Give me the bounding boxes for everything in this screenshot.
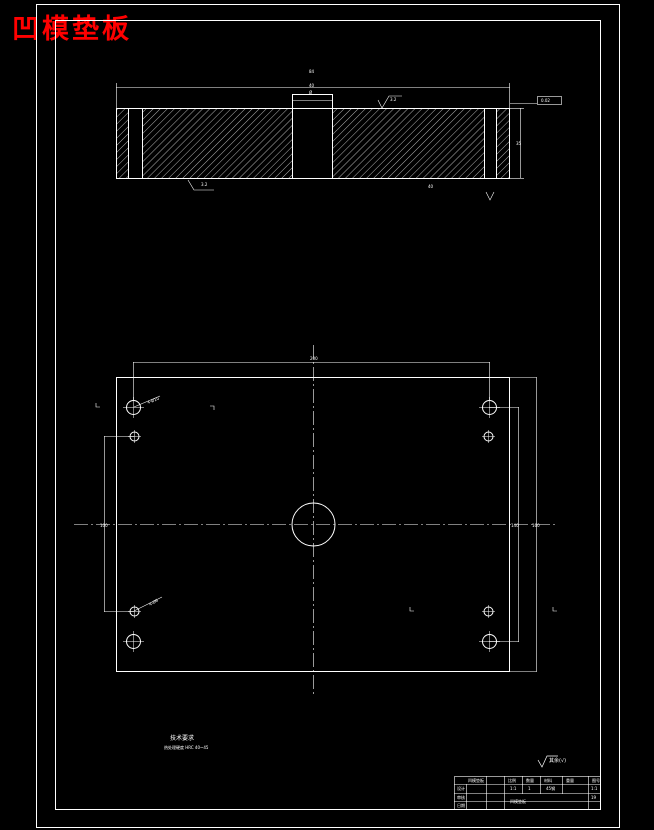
svg-text:数量: 数量 bbox=[526, 777, 534, 783]
svg-text:设计: 设计 bbox=[457, 785, 465, 791]
svg-text:40: 40 bbox=[309, 83, 315, 88]
inner-sheet-border bbox=[55, 20, 601, 810]
svg-text:重量: 重量 bbox=[566, 777, 574, 783]
plan-holes bbox=[123, 397, 500, 652]
svg-text:200: 200 bbox=[310, 356, 318, 361]
title-block-quantity: 1 bbox=[528, 786, 531, 791]
svg-text:35: 35 bbox=[516, 141, 522, 146]
svg-text:4-Ø10: 4-Ø10 bbox=[147, 396, 161, 405]
svg-text:图号: 图号 bbox=[592, 777, 600, 783]
svg-text:40: 40 bbox=[428, 184, 434, 189]
svg-text:84: 84 bbox=[309, 69, 315, 74]
svg-text:Ø: Ø bbox=[309, 90, 312, 95]
svg-text:比例: 比例 bbox=[508, 777, 516, 783]
svg-text:19: 19 bbox=[591, 795, 597, 800]
svg-text:日期: 日期 bbox=[457, 802, 465, 808]
title-block-scale: 1:1 bbox=[510, 786, 517, 791]
title-block bbox=[454, 776, 601, 810]
surface-roughness-note: 其余(√) bbox=[549, 757, 566, 764]
title-block-material: 45钢 bbox=[546, 785, 555, 791]
svg-text:材料: 材料 bbox=[544, 777, 552, 783]
svg-text:凹模垫板: 凹模垫板 bbox=[468, 777, 484, 783]
title-block-title: 凹模垫板 bbox=[510, 798, 526, 804]
plan-view bbox=[74, 345, 557, 697]
svg-text:100: 100 bbox=[100, 523, 108, 528]
svg-text:3.2: 3.2 bbox=[201, 182, 208, 187]
section-view bbox=[116, 83, 562, 201]
svg-text:1:1: 1:1 bbox=[591, 786, 598, 791]
notes-line-1: 热处理硬度 HRC 40~45 bbox=[164, 744, 209, 750]
svg-text:140: 140 bbox=[511, 523, 519, 528]
svg-text:3.2: 3.2 bbox=[390, 97, 397, 102]
svg-text:0.02: 0.02 bbox=[541, 98, 550, 103]
technical-notes: 技术要求 热处理硬度 HRC 40~45 其余(√) bbox=[164, 734, 566, 768]
svg-text:4-Ø6: 4-Ø6 bbox=[148, 597, 159, 606]
notes-heading: 技术要求 bbox=[170, 734, 194, 742]
svg-text:审核: 审核 bbox=[457, 794, 465, 800]
outer-sheet-border bbox=[36, 4, 620, 828]
svg-text:160: 160 bbox=[532, 523, 540, 528]
